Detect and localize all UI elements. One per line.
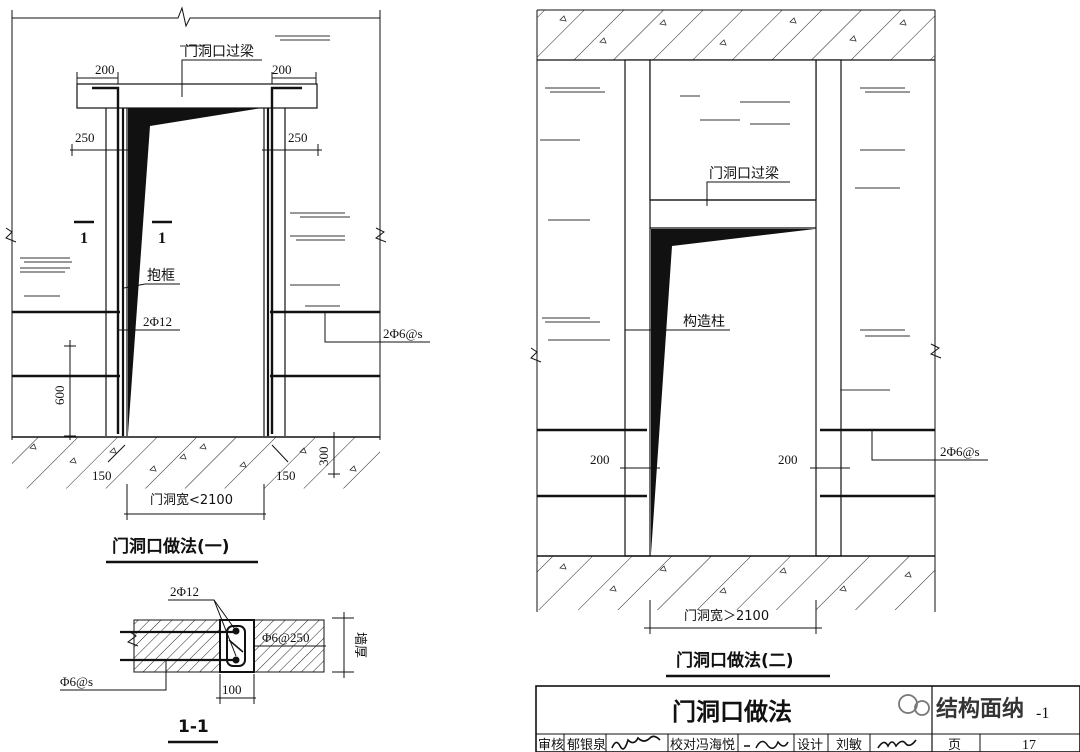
wall-texture (20, 35, 350, 307)
dim-top-left (76, 72, 119, 84)
fig2-left-break (530, 347, 542, 363)
section-1-1: 2Φ12 Φ6@250 Φ6@s 墙厚 100 1-1 (60, 584, 367, 744)
page-label: 页 (948, 738, 961, 752)
door-leaf-2 (651, 229, 815, 554)
review-name: 郁银泉 (567, 737, 606, 752)
fig2-tie-label: 2Φ6@s (940, 444, 980, 459)
caption-1: 门洞口做法(一) (112, 536, 230, 557)
section-stirrup-diag (228, 639, 244, 653)
fig2-ground-fill (537, 556, 935, 610)
tie-leader-1 (324, 312, 430, 343)
dim-side-right (262, 144, 322, 156)
fig2-dim-right (810, 462, 850, 474)
watermark-text: 结构面纳 (936, 696, 1024, 722)
fig2-ties (537, 428, 935, 498)
figure-2: 门洞口过梁 构造柱 200 (530, 9, 988, 678)
design-name: 刘敏 (836, 738, 862, 752)
door-leaf-1 (128, 108, 262, 434)
check-signature (744, 740, 789, 749)
dim-600-label: 600 (52, 386, 67, 406)
ground-fill-1 (12, 437, 380, 489)
section-mark-right: 1 (158, 230, 166, 247)
fig2-slab-aggregate (559, 15, 907, 46)
fig2-column-right (815, 59, 842, 557)
title-block-title: 门洞口做法 (672, 698, 792, 726)
dim-150-left-label: 150 (92, 468, 112, 483)
section-mark-left: 1 (80, 230, 88, 247)
lintel-rebar-left (92, 86, 120, 434)
door-frame-left (105, 108, 128, 436)
fig2-column-left (624, 59, 651, 557)
design-signature (877, 739, 917, 749)
page-number: 17 (1022, 738, 1036, 752)
frame-label: 抱框 (147, 268, 175, 284)
section-dim-100 (216, 674, 256, 704)
frame-leader (123, 283, 180, 289)
fig2-lintel-label: 门洞口过梁 (709, 166, 779, 182)
section-wall-dim (332, 612, 354, 678)
dim-door-width-1 (124, 484, 266, 520)
section-rebar-label: 2Φ12 (170, 584, 199, 599)
title-block-frame (535, 685, 1080, 752)
watermark-logo: 结构面纳 (898, 694, 1024, 722)
dim-300-label: 300 (316, 447, 331, 467)
review-signature (611, 735, 661, 750)
dim-side-right-label: 250 (288, 130, 308, 145)
dim-300 (328, 432, 340, 478)
tie-label-1: 2Φ6@s (383, 326, 423, 341)
fig2-lintel-leader (706, 181, 790, 206)
section-dim-100-label: 100 (222, 682, 242, 697)
dim-top-right (271, 72, 317, 84)
review-label: 审核 (538, 738, 564, 752)
dim-side-left-label: 250 (75, 130, 95, 145)
fig2-top-slab (537, 10, 935, 60)
fig2-ground-aggregate (559, 563, 912, 594)
figure-1: 200 200 门洞口过梁 250 250 1 1 抱框 2Φ12 2Φ6@s (5, 6, 430, 564)
fig2-lintel (649, 59, 817, 201)
atlas-number: -1 (1036, 705, 1049, 722)
dim-top-left-label: 200 (95, 62, 115, 77)
right-break-mark (374, 227, 387, 243)
title-block: 门洞口做法 审核 郁银泉 校对 冯海悦 设计 刘敏 页 17 -1 结构面纳 (535, 685, 1080, 752)
lintel-rebar-right (270, 86, 302, 434)
door-width-label-1: 门洞宽<2100 (150, 492, 233, 508)
fig2-tie-leader (871, 430, 988, 461)
section-stirrup (226, 625, 246, 667)
fig2-dim-left-label: 200 (590, 452, 610, 467)
dim-150-right-label: 150 (276, 468, 296, 483)
design-label: 设计 (797, 738, 823, 752)
lintel-leader-1 (181, 59, 262, 97)
fig2-column-label: 构造柱 (683, 314, 725, 330)
fig2-dim-left (620, 462, 660, 474)
section-tie-label: Φ6@s (60, 674, 93, 689)
caption-section: 1-1 (178, 717, 209, 737)
check-name: 冯海悦 (696, 738, 735, 752)
ground-aggregate-1 (29, 443, 357, 472)
check-label: 校对 (670, 737, 696, 752)
door-frame-right (263, 108, 286, 436)
caption-2: 门洞口做法(二) (676, 650, 794, 671)
dim-600 (64, 340, 76, 440)
fig2-right-break (929, 343, 942, 359)
fig2-door-width-label: 门洞宽＞2100 (684, 608, 769, 624)
fig2-wall-texture (540, 87, 910, 391)
dim-top-right-label: 200 (272, 62, 292, 77)
fig2-dim-door-width (644, 600, 822, 634)
section-wall-thickness-label: 墙厚 (352, 632, 367, 658)
fig2-dim-right-label: 200 (778, 452, 798, 467)
lintel-label-1: 门洞口过梁 (184, 44, 254, 60)
left-break-mark (5, 227, 17, 243)
section-break-mark (126, 631, 139, 647)
dim-side-left (70, 144, 128, 156)
rebar-label-1: 2Φ12 (143, 314, 172, 329)
section-stirrup-label: Φ6@250 (262, 630, 309, 645)
top-break-line (12, 6, 380, 28)
section-tie-leader (60, 660, 167, 691)
